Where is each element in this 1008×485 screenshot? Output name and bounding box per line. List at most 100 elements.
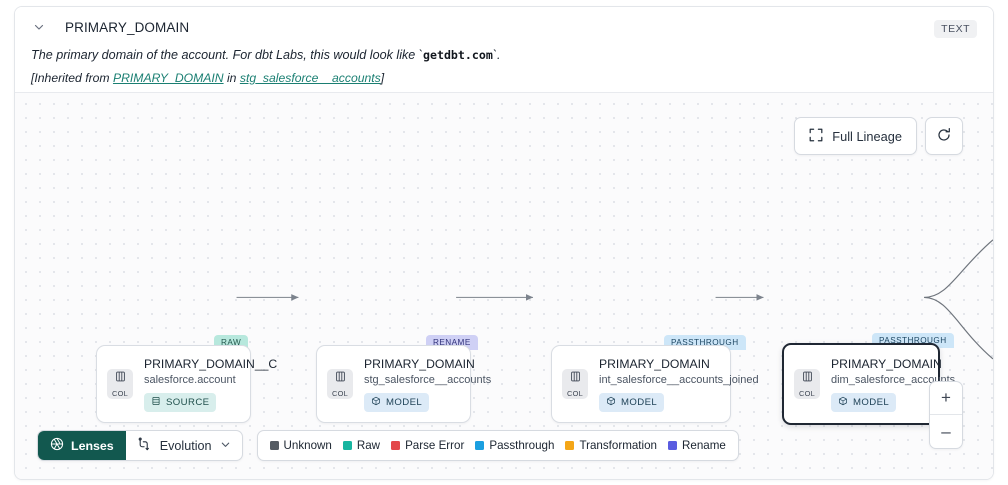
zoom-out-button[interactable]: – [941,421,951,441]
cube-icon [838,396,848,409]
legend-swatch [391,441,401,450]
column-lineage-panel: PRIMARY_DOMAIN TEXT The primary domain o… [14,6,994,480]
inherited-suffix: ] [380,71,385,85]
edge-out-bottom [924,296,993,360]
lineage-node-box[interactable]: COL PRIMARY_DOMAIN int_salesforce__account… [551,345,759,423]
legend-label: Parse Error [405,439,465,452]
column-type-badge: COL [794,369,820,399]
legend-item: Transformation [565,439,657,452]
legend-swatch [269,441,279,450]
inherited-column-link[interactable]: PRIMARY_DOMAIN [112,71,224,85]
legend-item: Rename [668,439,726,452]
columns-icon [334,370,347,388]
aperture-icon [50,437,64,454]
database-icon [151,396,161,409]
refresh-icon [936,127,952,146]
type-badge: TEXT [934,20,977,38]
legend-item: Parse Error [391,439,464,452]
node-kind-label: MODEL [386,396,423,408]
zoom-in-button[interactable]: + [930,382,962,415]
canvas-toolbar: Full Lineage [794,117,963,155]
legend-label: Raw [356,439,381,452]
evolution-label: Evolution [159,438,212,453]
node-kind-label: MODEL [853,396,890,408]
legend-label: Passthrough [489,439,555,452]
column-badge-label: COL [798,389,816,398]
edge-out-top [924,239,993,299]
legend-swatch [668,441,677,450]
columns-icon [114,370,127,388]
description-code: getdbt.com [423,48,493,62]
description-prefix: The primary domain of the account. For d… [31,48,423,62]
lenses-label: Lenses [71,438,114,453]
columns-icon [569,370,582,388]
lineage-edges [236,239,993,360]
description-suffix: `. [492,48,501,62]
inherited-prefix: [Inherited from [31,71,113,85]
column-badge-label: COL [331,389,349,398]
lenses-segmented-control: Lenses Evolution [37,430,243,461]
refresh-button[interactable] [925,117,963,155]
canvas-bottom-bar: Lenses Evolution [37,430,739,461]
column-description: The primary domain of the account. For d… [31,48,977,62]
inherited-mid: in [223,71,240,85]
inherited-from-note: [Inherited from PRIMARY_DOMAIN in stg_sa… [31,71,977,85]
legend-label: Rename [682,439,726,452]
column-badge-label: COL [566,389,584,398]
column-type-badge: COL [107,369,133,399]
node-column-name: PRIMARY_DOMAIN [364,356,475,371]
inherited-model-link[interactable]: stg_salesforce__accounts [239,71,381,85]
page-title: PRIMARY_DOMAIN [65,19,190,35]
lenses-button[interactable]: Lenses [38,431,126,460]
legend-item: Unknown [269,439,332,452]
columns-icon [801,370,814,388]
node-kind-pill: MODEL [831,392,897,412]
node-kind-label: SOURCE [166,396,210,408]
evolution-path-icon [137,437,152,455]
cube-icon [606,396,616,409]
lineage-legend: Unknown Raw Parse Error Passthrough Transfor… [256,430,739,461]
column-type-badge: COL [562,369,588,399]
chevron-down-icon [220,439,231,453]
full-lineage-button[interactable]: Full Lineage [794,117,917,155]
legend-item: Raw [342,439,381,452]
zoom-controls: + – [929,381,963,449]
legend-item: Passthrough [475,439,554,452]
legend-swatch [475,441,485,450]
node-table-name: dim_salesforce_accounts [831,373,956,386]
node-column-name: PRIMARY_DOMAIN__C [144,356,278,371]
evolution-dropdown[interactable]: Evolution [126,431,242,460]
panel-header: PRIMARY_DOMAIN TEXT The primary domain o… [15,7,993,92]
node-table-name: salesforce.account [144,373,236,386]
node-body: PRIMARY_DOMAIN int_salesforce__accounts_j… [599,357,759,412]
node-column-name: PRIMARY_DOMAIN [599,356,710,371]
full-lineage-label: Full Lineage [832,128,902,144]
node-table-name: int_salesforce__accounts_joined [599,373,759,386]
node-table-name: stg_salesforce__accounts [364,373,492,386]
node-kind-pill: MODEL [364,392,430,412]
lineage-node-box[interactable]: COL PRIMARY_DOMAIN stg_salesforce__account… [316,345,491,423]
legend-label: Transformation [579,439,657,452]
node-kind-pill: SOURCE [144,392,217,412]
node-column-name: PRIMARY_DOMAIN [831,356,942,371]
column-badge-label: COL [111,389,129,398]
expand-icon [809,128,823,145]
legend-swatch [342,441,352,450]
legend-label: Unknown [283,439,332,452]
legend-swatch [565,441,575,450]
lineage-node-box[interactable]: COL PRIMARY_DOMAIN dim_salesforce_accounts… [782,343,955,425]
node-kind-label: MODEL [621,396,658,408]
node-kind-pill: MODEL [599,392,665,412]
cube-icon [371,396,381,409]
column-type-badge: COL [327,369,353,399]
chevron-down-icon[interactable] [31,19,47,35]
